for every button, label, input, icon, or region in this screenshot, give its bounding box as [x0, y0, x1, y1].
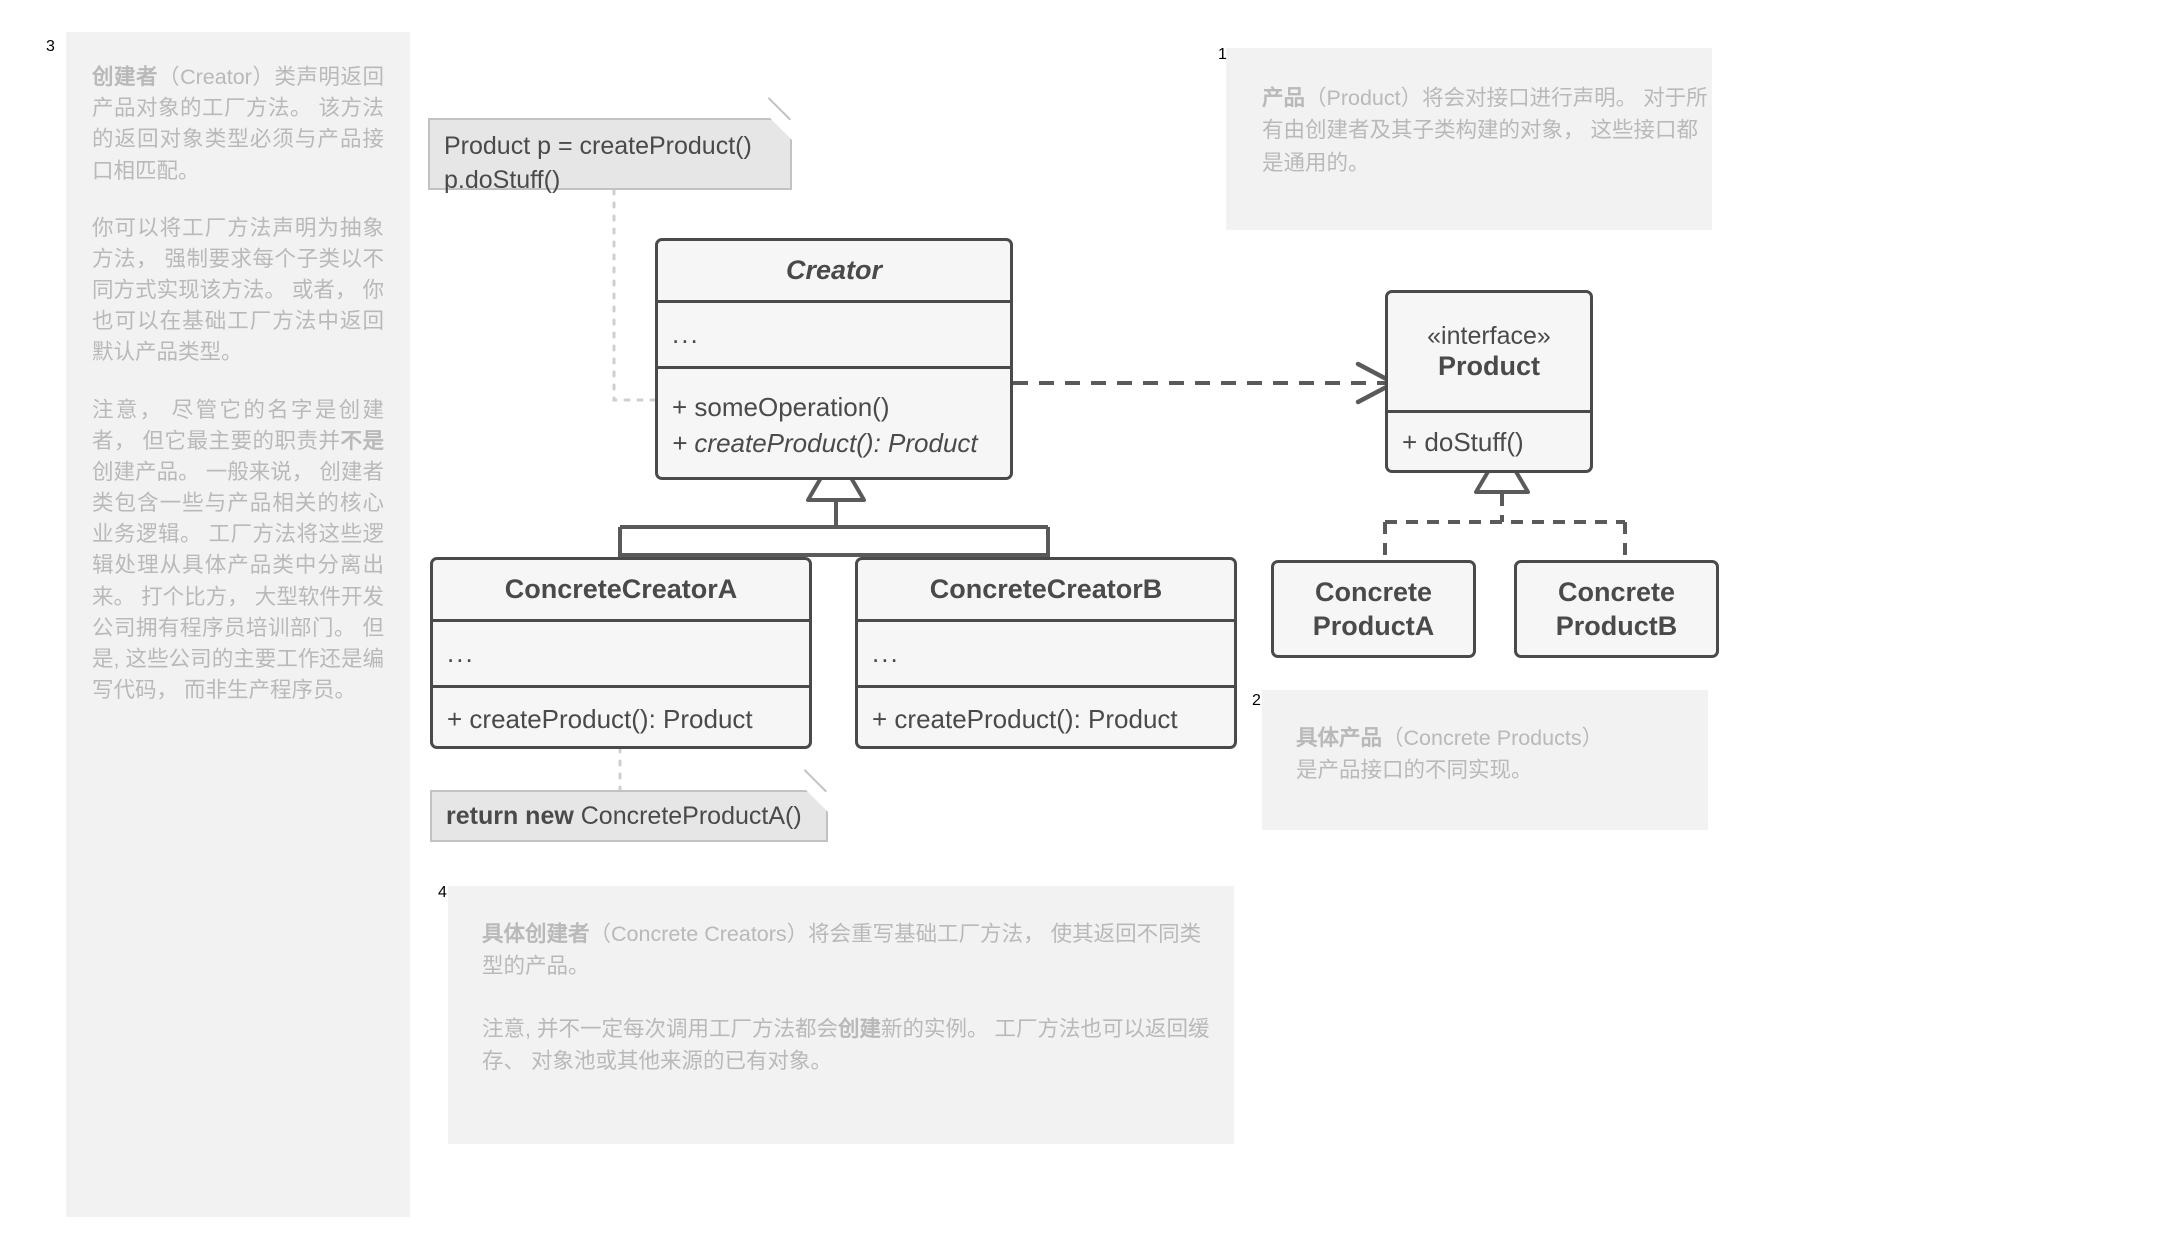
annotation-concrete-creators	[448, 886, 1234, 1144]
annotation-concrete-creators-text-2b: 新的实例。 工厂方法也可以返回缓存、 对象池或其他来源的已有对象。	[482, 1016, 1210, 1073]
annotation-concrete-products-term: 具体产品	[1296, 726, 1383, 750]
uml-class-concrete-creator-b-op-0: + createProduct(): Product	[872, 704, 1178, 735]
annotation-creator-term-latin: （Creator）	[158, 65, 275, 89]
uml-class-creator-title: Creator	[658, 241, 1010, 303]
annotation-creator	[66, 32, 410, 1217]
annotation-concrete-creators-term: 具体创建者	[482, 922, 590, 946]
uml-interface-product-header: «interface» Product	[1388, 293, 1590, 413]
uml-interface-product-op-0: + doStuff()	[1402, 427, 1524, 458]
note-client-code: Product p = createProduct() p.doStuff()	[428, 97, 792, 194]
uml-class-concrete-creator-b-attributes: ...	[858, 622, 1234, 688]
uml-interface-product-operations: + doStuff()	[1388, 413, 1590, 470]
annotation-creator-term: 创建者	[92, 65, 159, 89]
uml-class-concrete-product-a[interactable]: Concrete ProductA	[1271, 560, 1476, 658]
uml-class-concrete-creator-b[interactable]: ConcreteCreatorB ... + createProduct(): …	[855, 557, 1237, 749]
annotation-concrete-creators-text-1: 将会重写基础工厂方法， 使其返回不同类型的产品。	[482, 922, 1202, 979]
note-return-new-keyword: return new	[446, 802, 574, 830]
uml-class-creator-attributes: ...	[658, 303, 1010, 369]
uml-class-concrete-creator-a[interactable]: ConcreteCreatorA ... + createProduct(): …	[430, 557, 812, 749]
uml-class-creator-op-1: + createProduct(): Product	[672, 428, 978, 458]
annotation-creator-bold-inline: 不是	[340, 428, 384, 453]
annotation-creator-text-3b: 创建产品。 一般来说， 创建者类包含一些与产品相关的核心业务逻辑。 工厂方法将这…	[92, 459, 384, 703]
annotation-product-body: 产品（Product）将会对接口进行声明。 对于所有由创建者及其子类构建的对象，…	[1262, 82, 1714, 179]
annotation-concrete-products	[1262, 690, 1708, 830]
annotation-number-3: 3	[46, 38, 55, 55]
annotation-number-2: 2	[1252, 692, 1261, 709]
note-return-new: return new ConcreteProductA()	[430, 769, 828, 842]
annotation-creator-text-3a: 注意， 尽管它的名字是创建者， 但它最主要的职责并	[92, 397, 384, 453]
annotation-product-term-latin: （Product）	[1305, 86, 1423, 110]
uml-class-creator-op-0: + someOperation()	[672, 392, 890, 423]
note-connector-client-code	[612, 188, 657, 402]
note-client-code-line-2: p.doStuff()	[444, 165, 561, 194]
annotation-concrete-creators-text-2a: 注意, 并不一定每次调用工厂方法都会	[482, 1016, 838, 1041]
annotation-creator-para-1: 创建者（Creator）类声明返回产品对象的工厂方法。 该方法的返回对象类型必须…	[92, 62, 384, 187]
annotation-concrete-creators-para-2: 注意, 并不一定每次调用工厂方法都会创建新的实例。 工厂方法也可以返回缓存、 对…	[482, 1013, 1222, 1078]
annotation-number-1: 1	[1218, 46, 1227, 63]
note-return-new-line: return new ConcreteProductA()	[446, 800, 810, 834]
uml-class-concrete-creator-b-title: ConcreteCreatorB	[858, 560, 1234, 622]
uml-interface-product-name: Product	[1437, 350, 1540, 381]
uml-class-concrete-product-a-line-2: ProductA	[1312, 611, 1435, 641]
uml-class-concrete-creator-b-operations: + createProduct(): Product	[858, 688, 1234, 746]
uml-interface-product[interactable]: «interface» Product + doStuff()	[1385, 290, 1593, 473]
annotation-creator-body: 创建者（Creator）类声明返回产品对象的工厂方法。 该方法的返回对象类型必须…	[92, 62, 384, 706]
uml-class-concrete-creator-a-op-0: + createProduct(): Product	[447, 704, 753, 735]
annotation-concrete-creators-term-latin: （Concrete Creators）	[589, 922, 809, 946]
annotation-number-4: 4	[438, 884, 447, 901]
uml-class-concrete-product-a-line-1: Concrete	[1314, 576, 1433, 607]
annotation-product-term: 产品	[1262, 86, 1306, 110]
annotation-creator-para-2: 你可以将工厂方法声明为抽象方法， 强制要求每个子类以不同方式实现该方法。 或者，…	[92, 215, 384, 365]
note-client-code-line-1: Product p = createProduct()	[444, 132, 752, 160]
note-fold-corner-icon	[770, 118, 792, 140]
annotation-concrete-products-text: 是产品接口的不同实现。	[1296, 758, 1533, 783]
annotation-product-text: 将会对接口进行声明。 对于所有由创建者及其子类构建的对象， 这些接口都是通用的。	[1262, 86, 1708, 175]
uml-interface-product-stereotype: «interface»	[1427, 321, 1551, 350]
uml-class-creator-attr-dots: ...	[672, 319, 700, 349]
uml-class-creator[interactable]: Creator ... + someOperation() + createPr…	[655, 238, 1013, 480]
uml-class-concrete-creator-a-attr-dots: ...	[447, 638, 475, 668]
annotation-concrete-creators-body: 具体创建者（Concrete Creators）将会重写基础工厂方法， 使其返回…	[482, 918, 1222, 1077]
annotation-product	[1226, 48, 1712, 230]
annotation-concrete-products-body: 具体产品（Concrete Products） 是产品接口的不同实现。	[1296, 722, 1716, 787]
uml-class-concrete-creator-a-title: ConcreteCreatorA	[433, 560, 809, 622]
annotation-concrete-products-term-latin: （Concrete Products）	[1382, 726, 1604, 750]
uml-class-creator-operations: + someOperation() + createProduct(): Pro…	[658, 369, 1010, 477]
note-return-new-fold-corner-icon	[806, 790, 828, 812]
annotation-concrete-creators-para-1: 具体创建者（Concrete Creators）将会重写基础工厂方法， 使其返回…	[482, 918, 1222, 983]
uml-class-concrete-creator-a-operations: + createProduct(): Product	[433, 688, 809, 746]
uml-class-concrete-creator-b-attr-dots: ...	[872, 638, 900, 668]
annotation-creator-text-1: 类声明返回产品对象的工厂方法。 该方法的返回对象类型必须与产品接口相匹配。	[92, 65, 384, 183]
uml-class-concrete-creator-a-attributes: ...	[433, 622, 809, 688]
annotation-concrete-creators-bold-inline: 创建	[837, 1016, 881, 1041]
annotation-creator-para-3: 注意， 尽管它的名字是创建者， 但它最主要的职责并不是创建产品。 一般来说， 创…	[92, 395, 384, 707]
uml-class-concrete-product-b-line-1: Concrete	[1557, 576, 1676, 607]
note-return-new-rest: ConcreteProductA()	[573, 802, 802, 830]
uml-class-concrete-product-a-title: Concrete ProductA	[1274, 563, 1473, 655]
uml-class-concrete-product-b-title: Concrete ProductB	[1517, 563, 1716, 655]
uml-class-concrete-product-b[interactable]: Concrete ProductB	[1514, 560, 1719, 658]
generalization-branch-creators	[618, 527, 1050, 557]
uml-class-concrete-product-b-line-2: ProductB	[1555, 611, 1678, 641]
